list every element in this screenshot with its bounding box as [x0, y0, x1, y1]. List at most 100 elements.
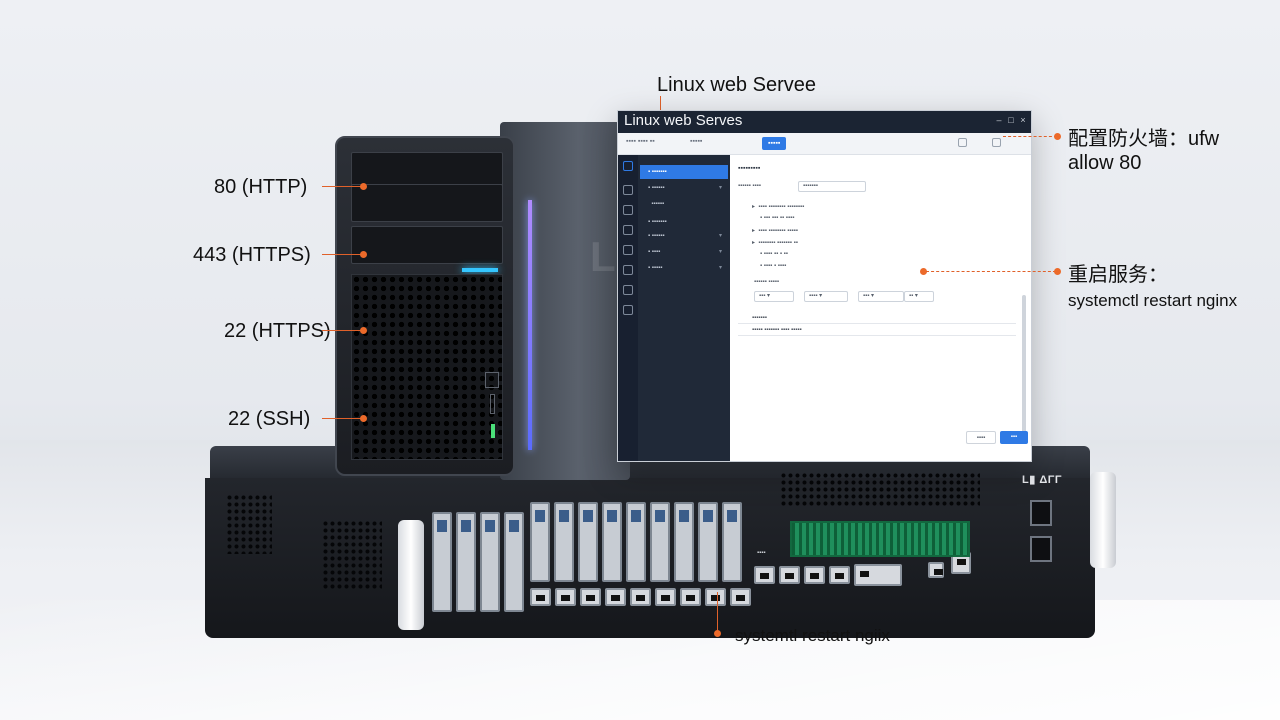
text-input[interactable]: ▪▪▪▪▪▪▪	[798, 181, 866, 192]
sfp-port-group-1	[432, 512, 524, 612]
power-switch-icon	[1030, 500, 1052, 526]
green-terminal-block	[790, 521, 970, 557]
sidebar-item-active[interactable]: ▪ ▪▪▪▪▪▪▪	[640, 165, 728, 179]
network-icon[interactable]	[623, 205, 633, 215]
sfp-port-group-2	[530, 502, 742, 582]
usb-port	[928, 562, 944, 578]
sfp-port	[650, 502, 670, 582]
toolbar-primary-button[interactable]: ▪▪▪▪▪	[762, 137, 787, 150]
sidebar-item[interactable]: ▪ ▪▪▪▪▾	[640, 245, 728, 259]
security-icon[interactable]	[623, 245, 633, 255]
server-icon[interactable]	[623, 185, 633, 195]
list-item[interactable]: ▸ ▪▪▪▪▪▪▪▪ ▪▪▪▪▪▪▪ ▪▪	[752, 240, 798, 246]
callout-line	[717, 592, 718, 632]
dashboard-icon[interactable]	[623, 161, 633, 171]
page-title: Linux web Servee	[657, 74, 816, 96]
list-item[interactable]: ▸ ▪▪▪▪ ▪▪▪▪▪▪▪▪ ▪▪▪▪▪▪▪▪	[752, 204, 805, 210]
toolbar-item[interactable]: ▪▪▪▪▪	[690, 138, 703, 145]
switch-left-vent-2	[322, 520, 382, 590]
callout-dot	[920, 268, 927, 275]
list-item[interactable]: ▪ ▪▪▪ ▪▪▪ ▪▪ ▪▪▪▪	[760, 215, 795, 221]
sfp-port	[674, 502, 694, 582]
callout-firewall: 配置防火墙：ufw	[1068, 128, 1220, 150]
rj45-port	[580, 588, 601, 606]
callout-line	[322, 186, 362, 187]
callout-dot	[360, 327, 367, 334]
drive-bay	[351, 152, 503, 190]
sidebar-item[interactable]: ▪▪▪▪▪▪	[648, 201, 665, 207]
sfp-port	[554, 502, 574, 582]
list-item[interactable]: ▪ ▪▪▪▪ ▪▪ ▪ ▪▪	[760, 251, 788, 257]
drive-bay	[351, 226, 503, 264]
tower-server	[335, 136, 515, 476]
rj45-port	[754, 566, 775, 584]
rj45-port	[779, 566, 800, 584]
callout-dot	[1054, 268, 1061, 275]
window-titlebar: Linux web Serves – □ ×	[618, 111, 1031, 133]
callout-dot	[714, 630, 721, 637]
sfp-port	[530, 502, 550, 582]
close-icon[interactable]: ×	[1020, 115, 1026, 125]
server-config-window: Linux web Serves – □ × ▪▪▪▪ ▪▪▪▪ ▪▪ ▪▪▪▪…	[617, 110, 1032, 462]
callout-line	[322, 254, 362, 255]
rj45-port	[804, 566, 825, 584]
activity-led-icon	[491, 424, 495, 438]
window-toolbar: ▪▪▪▪ ▪▪▪▪ ▪▪ ▪▪▪▪▪ ▪▪▪▪▪	[618, 133, 1031, 155]
callout-dot	[360, 251, 367, 258]
sfp-port	[578, 502, 598, 582]
callout-port-80: 80 (HTTP)	[214, 176, 308, 198]
front-mesh-grille	[351, 274, 503, 460]
rj45-port	[530, 588, 551, 606]
sfp-port	[698, 502, 718, 582]
cancel-button[interactable]: ▪▪▪▪	[966, 431, 996, 444]
callout-dot	[360, 183, 367, 190]
logs-icon[interactable]	[623, 265, 633, 275]
sfp-port	[626, 502, 646, 582]
list-item[interactable]: ▸ ▪▪▪▪ ▪▪▪▪▪▪▪▪ ▪▪▪▪▪	[752, 228, 798, 234]
chevron-down-icon: ▾	[718, 249, 722, 255]
users-icon[interactable]	[623, 285, 633, 295]
callout-line	[322, 418, 362, 419]
select-field[interactable]: ▪▪▪ ▾	[754, 291, 794, 302]
sfp-port	[504, 512, 524, 612]
toolbar-search-icon[interactable]	[958, 138, 967, 147]
status-led-icon	[462, 268, 498, 272]
select-field[interactable]: ▪▪▪ ▾	[858, 291, 904, 302]
toolbar-item[interactable]: ▪▪▪▪ ▪▪▪▪ ▪▪	[626, 138, 655, 145]
window-sidebar: ▪ ▪▪▪▪▪▪▪ ▪ ▪▪▪▪▪▪▾ ▪▪▪▪▪▪ ▪ ▪▪▪▪▪▪▪ ▪ ▪…	[618, 155, 730, 461]
switch-left-handle	[398, 520, 424, 630]
vertical-scrollbar[interactable]	[1022, 295, 1026, 435]
rj45-port	[680, 588, 701, 606]
list-item[interactable]: ▪ ▪▪▪▪ ▪ ▪▪▪▪	[760, 263, 787, 269]
sidebar-item[interactable]: ▪ ▪▪▪▪▪▪▾	[640, 181, 728, 195]
table-row[interactable]: ▪▪▪▪▪▪▪	[738, 313, 1016, 324]
sidebar-item[interactable]: ▪ ▪▪▪▪▪▾	[640, 261, 728, 275]
minimize-icon[interactable]: –	[996, 115, 1002, 125]
tower-server-side-panel	[500, 122, 630, 480]
rj45-port-group-2	[754, 566, 850, 584]
select-field[interactable]: ▪▪▪▪ ▾	[804, 291, 848, 302]
toolbar-settings-icon[interactable]	[992, 138, 1001, 147]
callout-line	[1003, 136, 1057, 137]
chevron-down-icon: ▾	[718, 185, 722, 191]
maximize-icon[interactable]: □	[1008, 115, 1014, 125]
save-button[interactable]: ▪▪▪	[1000, 431, 1028, 444]
drive-bay	[351, 184, 503, 222]
select-field[interactable]: ▪▪ ▾	[904, 291, 934, 302]
sidebar-item[interactable]: ▪ ▪▪▪▪▪▪▪	[648, 219, 667, 225]
rj45-port	[655, 588, 676, 606]
table-row[interactable]: ▪▪▪▪▪ ▪▪▪▪▪▪▪ ▪▪▪▪ ▪▪▪▪▪	[738, 325, 1016, 336]
sidebar-item[interactable]: ▪ ▪▪▪▪▪▪▾	[640, 229, 728, 243]
usb-port-icon	[485, 372, 499, 388]
sfp-port	[456, 512, 476, 612]
usb-c-port-icon	[490, 394, 495, 414]
sfp-port	[480, 512, 500, 612]
field-label: ▪▪▪▪▪▪ ▪▪▪▪	[738, 183, 761, 189]
callout-restart: 重启服务：	[1068, 264, 1168, 286]
settings-icon[interactable]	[623, 305, 633, 315]
callout-line	[322, 330, 362, 331]
storage-icon[interactable]	[623, 225, 633, 235]
window-main-panel: ▪▪▪▪▪▪▪▪▪ ▪▪▪▪▪▪ ▪▪▪▪ ▪▪▪▪▪▪▪ ▸ ▪▪▪▪ ▪▪▪…	[730, 155, 1031, 461]
callout-port-22-https: 22 (HTTPS)	[224, 320, 331, 342]
chevron-down-icon: ▾	[718, 233, 722, 239]
